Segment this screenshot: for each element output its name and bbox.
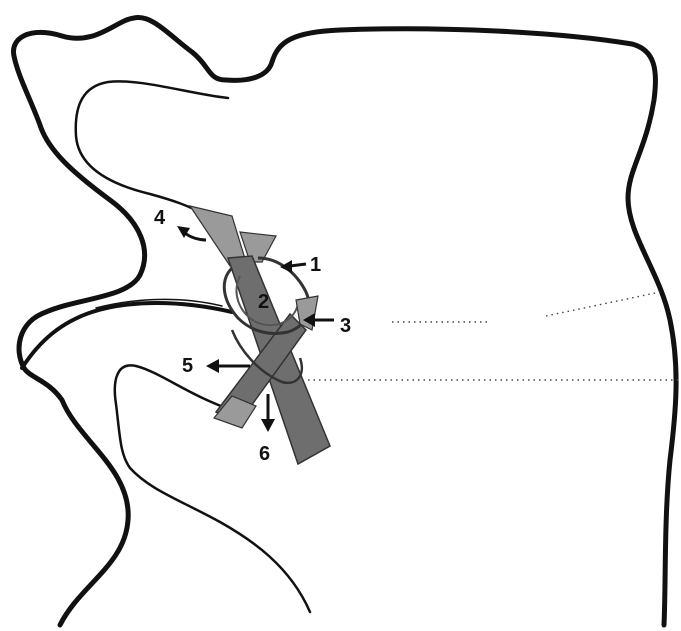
arrow-4 bbox=[177, 226, 206, 240]
label-2: 2 bbox=[258, 291, 269, 313]
upper-dotted-line bbox=[392, 292, 660, 322]
arrow-1 bbox=[280, 260, 306, 273]
label-1: 1 bbox=[310, 254, 321, 276]
middle-process-outline bbox=[22, 303, 232, 368]
ligament-complex bbox=[190, 206, 330, 464]
label-3: 3 bbox=[340, 315, 351, 337]
label-4: 4 bbox=[154, 207, 166, 229]
arrow-6 bbox=[261, 394, 275, 432]
upper-process-outline bbox=[76, 81, 228, 215]
arrow-5 bbox=[206, 359, 250, 373]
label-5: 5 bbox=[182, 355, 193, 377]
label-6: 6 bbox=[259, 443, 270, 465]
